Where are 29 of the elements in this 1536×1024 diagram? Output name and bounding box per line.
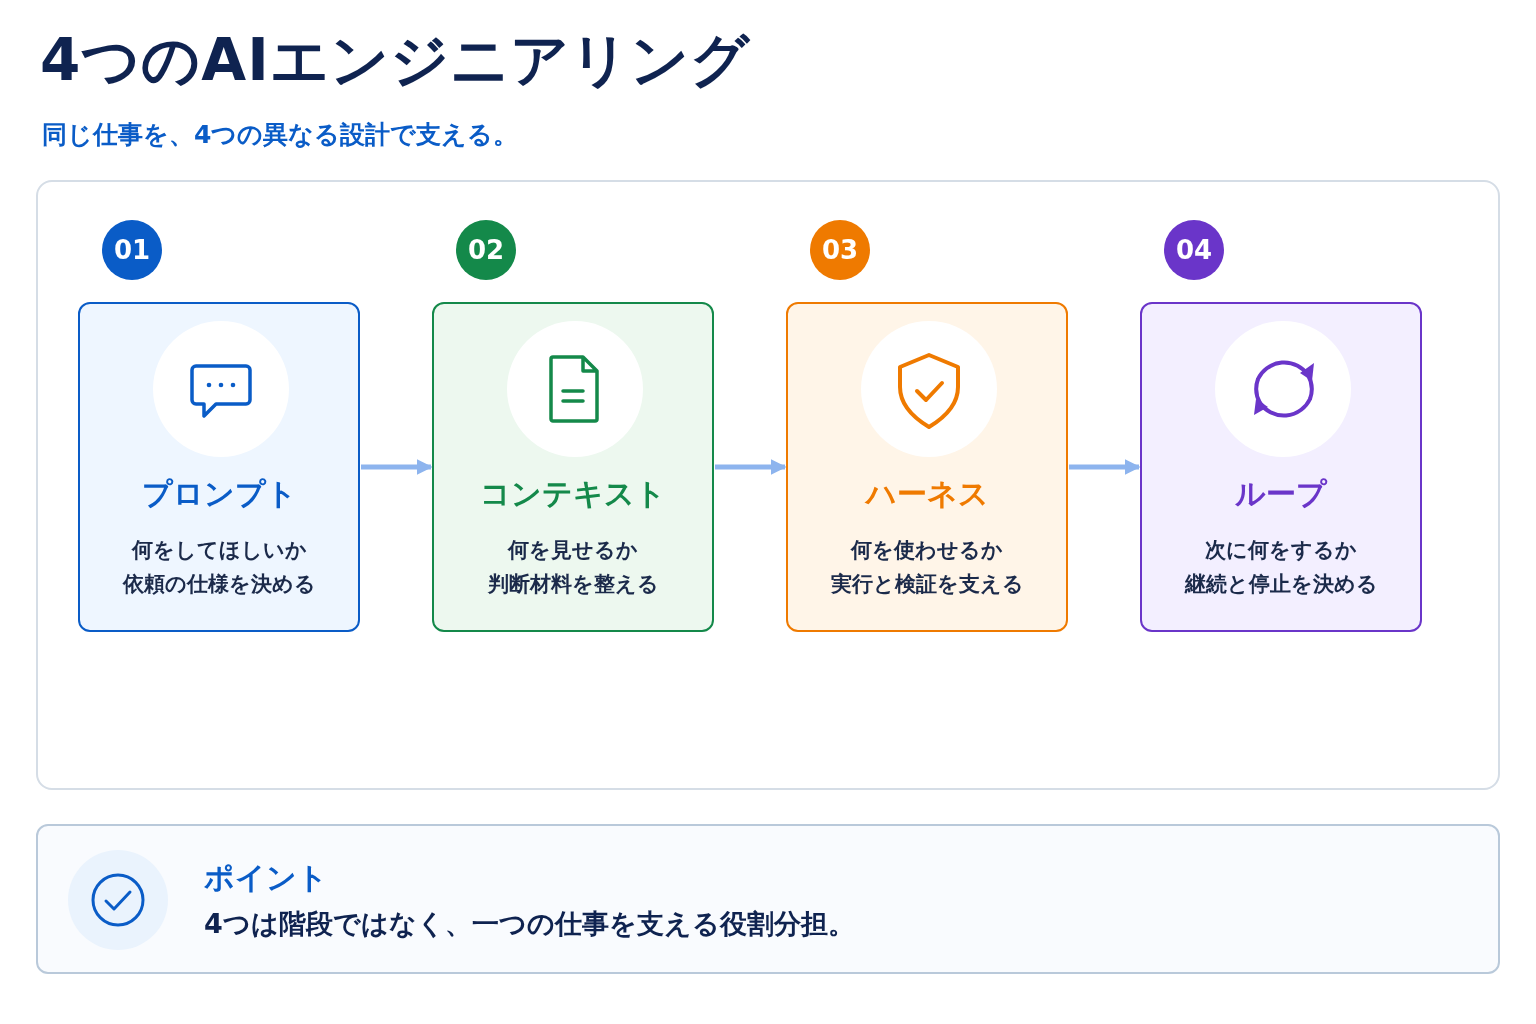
arrow xyxy=(361,459,433,475)
process-card xyxy=(78,302,360,632)
card-title: プロンプト xyxy=(141,475,297,513)
card-description: 何を使わせるか xyxy=(851,537,1003,564)
process-card xyxy=(786,302,1068,632)
note-card xyxy=(36,824,1500,974)
step-number-badge: 04 xyxy=(1164,220,1224,280)
panel-background xyxy=(36,180,1500,790)
subtitle: 同じ仕事を、4つの異なる設計で支える。 xyxy=(42,119,519,151)
card-description: 実行と検証を支える xyxy=(830,571,1024,598)
card-description: 次に何をするか xyxy=(1205,537,1357,564)
step-number-badge: 02 xyxy=(456,220,516,280)
process-card xyxy=(432,302,714,632)
card-description: 依頼の仕様を決める xyxy=(122,571,316,598)
process-card xyxy=(1140,302,1422,632)
card-title: ハーネス xyxy=(865,475,989,513)
step-number-badge: 03 xyxy=(810,220,870,280)
note-text: 4つは階段ではなく、一つの仕事を支える役割分担。 xyxy=(204,907,855,941)
step-number-badge: 01 xyxy=(102,220,162,280)
card-title: コンテキスト xyxy=(480,475,666,513)
card-description: 判断材料を整える xyxy=(487,571,659,598)
arrow xyxy=(715,459,787,475)
card-description: 何を見せるか xyxy=(508,537,638,564)
arrow xyxy=(1069,459,1141,475)
note-heading: ポイント xyxy=(204,859,328,897)
card-description: 何をしてほしいか xyxy=(131,537,307,564)
card-title: ループ xyxy=(1235,475,1327,513)
card-description: 継続と停止を決める xyxy=(1184,571,1378,598)
title: 4つのAIエンジニアリング xyxy=(40,25,750,96)
